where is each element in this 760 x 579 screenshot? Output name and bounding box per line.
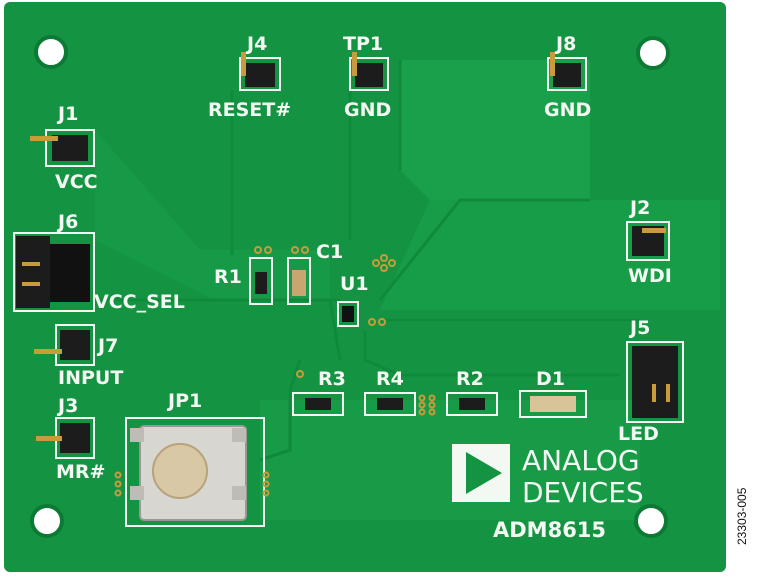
j2-pin — [642, 228, 666, 233]
via — [254, 246, 262, 254]
r1-outline — [249, 257, 273, 305]
d1-outline — [519, 390, 587, 418]
label-j8: J8 — [554, 33, 576, 55]
j6-header-outline — [13, 232, 95, 312]
jp1-vias — [114, 471, 270, 497]
u1-outline — [337, 301, 359, 327]
u1-vias — [368, 254, 396, 326]
label-r3: R3 — [318, 368, 346, 390]
pcb-traces — [95, 60, 640, 462]
label-input: INPUT — [58, 367, 123, 389]
label-wdi: WDI — [628, 265, 672, 287]
figure-id: 23303-005 — [735, 487, 749, 545]
jp1-terminal — [232, 428, 246, 442]
label-reset: RESET# — [208, 99, 291, 121]
adi-logo-triangle — [466, 452, 502, 494]
copper-pour — [400, 60, 590, 200]
jp1-plunger — [152, 443, 208, 499]
r4-body — [377, 398, 403, 410]
label-r2: R2 — [456, 368, 484, 390]
label-j5: J5 — [628, 317, 650, 339]
j1-pin — [30, 136, 58, 141]
label-tp1: TP1 — [343, 33, 383, 55]
jp1-terminal — [130, 428, 144, 442]
j6-pin — [22, 282, 40, 286]
j2-header-outline — [626, 221, 670, 261]
j4-header-body — [245, 63, 275, 87]
label-r1: R1 — [214, 266, 242, 288]
r3-body — [305, 398, 331, 410]
j5-pin — [666, 384, 670, 402]
j3-header-body — [60, 423, 90, 453]
label-vcc: VCC — [55, 171, 98, 193]
j7-header-outline — [55, 324, 95, 366]
label-j2: J2 — [628, 197, 650, 219]
j7-pin — [34, 349, 62, 354]
tp1-pin — [352, 52, 357, 76]
label-r4: R4 — [376, 368, 404, 390]
via — [291, 246, 299, 254]
j6-pin — [22, 262, 40, 266]
d1-body — [530, 396, 576, 412]
label-u1: U1 — [340, 273, 369, 295]
jp1-terminal — [130, 486, 144, 500]
j7-header-body — [60, 330, 90, 360]
label-j6: J6 — [56, 211, 78, 233]
mounting-hole — [30, 504, 64, 538]
j4-pin — [241, 52, 246, 76]
label-gnd-tp1: GND — [344, 99, 391, 121]
mounting-hole — [636, 36, 670, 70]
tp1-header-body — [355, 63, 383, 87]
label-jp1: JP1 — [166, 390, 202, 412]
j8-header-body — [553, 63, 581, 87]
via — [264, 246, 272, 254]
j8-pin — [550, 52, 555, 76]
j6-header-body — [16, 236, 50, 308]
logo-analog: ANALOG — [522, 444, 640, 477]
tp1-header-outline — [349, 57, 389, 91]
r4-vias — [418, 394, 436, 416]
copper-pour — [260, 400, 640, 520]
mounting-holes — [30, 35, 670, 538]
label-c1: C1 — [316, 241, 343, 263]
j6-jumper — [50, 244, 90, 302]
label-j7: J7 — [96, 335, 118, 357]
c1-body — [292, 270, 306, 296]
mounting-hole — [634, 504, 668, 538]
c1-outline — [287, 257, 311, 305]
jp1-terminal — [232, 486, 246, 500]
part-number: ADM8615 — [493, 518, 606, 542]
r2-outline — [446, 392, 498, 416]
label-vcc-sel: VCC_SEL — [94, 291, 185, 313]
label-mr: MR# — [56, 461, 105, 483]
label-j4: J4 — [245, 33, 267, 55]
logo-devices: DEVICES — [522, 476, 644, 509]
j5-header-outline — [626, 341, 684, 423]
label-d1: D1 — [536, 368, 565, 390]
j1-header-outline — [45, 129, 95, 167]
via — [301, 246, 309, 254]
u1-body — [342, 306, 354, 322]
label-gnd-j8: GND — [544, 99, 591, 121]
r3-outline — [292, 392, 344, 416]
mounting-hole — [34, 35, 68, 69]
r1-body — [255, 272, 267, 294]
via — [296, 370, 304, 378]
j5-pin — [652, 384, 656, 402]
r2-body — [459, 398, 485, 410]
j4-header-outline — [239, 57, 281, 91]
jp1-outline — [125, 417, 265, 527]
j8-header-outline — [547, 57, 587, 91]
label-j1: J1 — [56, 103, 78, 125]
label-led: LED — [618, 423, 659, 445]
j3-pin — [36, 436, 62, 441]
r4-outline — [364, 392, 416, 416]
label-j3: J3 — [56, 395, 78, 417]
j5-header-body — [632, 346, 678, 418]
